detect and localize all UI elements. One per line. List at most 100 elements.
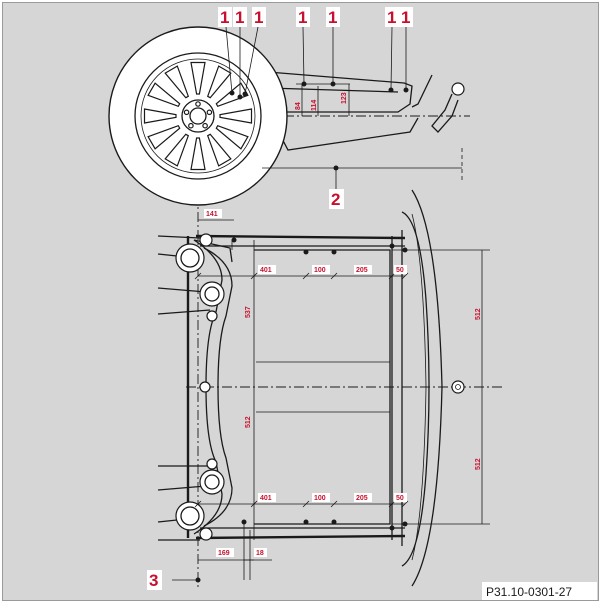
callout-1c: 1 [254, 8, 263, 27]
dimension-tick [330, 500, 338, 508]
mount-mid-lower [206, 458, 218, 470]
dimension-labels: 84 114 123 141 401 100 205 50 537 512 51… [204, 92, 482, 557]
rim-spoke [206, 133, 232, 167]
rim-bolt-hole [206, 109, 213, 116]
upper-rail-outer [195, 234, 406, 240]
dim-bot-401: 401 [260, 495, 272, 502]
side-tow-eye-ring [451, 82, 465, 96]
dimension-tick [302, 272, 310, 280]
dim-top-401: 401 [260, 267, 272, 274]
dim-141: 141 [206, 211, 218, 218]
plan-point-8 [389, 525, 395, 531]
bumper-outer-edge [411, 189, 443, 587]
dim-18-bg [254, 548, 267, 557]
bushing-lower-front [175, 501, 205, 531]
arm-lower-2 [157, 485, 207, 491]
callout-1d: 1 [298, 8, 307, 27]
callout-1c-bg [252, 7, 266, 27]
plan-point-7 [331, 519, 337, 525]
callout-1a: 1 [220, 8, 229, 27]
dimension-tick [194, 500, 202, 508]
dimension-tick [250, 500, 258, 508]
rim-spoke [206, 65, 232, 99]
dimension-tick [302, 500, 310, 508]
arm-top-edge [157, 235, 201, 239]
dim-bot-100-bg [312, 493, 330, 502]
subframe-ribs [256, 361, 390, 413]
dim-169-bg [216, 548, 234, 557]
bushing-upper-rear [199, 281, 225, 307]
side-hub [181, 99, 215, 133]
arm-upper-3 [157, 309, 211, 315]
lower-rail-outer [195, 534, 406, 540]
rim-spoke [190, 137, 206, 171]
callout-1f-bg [385, 7, 399, 27]
side-frame-inner-edge [267, 87, 399, 93]
mount-mid-upper [206, 310, 218, 322]
side-tire [108, 26, 288, 206]
callout-1c-leader [244, 26, 259, 95]
side-rim-inner [140, 58, 256, 174]
dim-114: 114 [311, 100, 318, 111]
plan-point-1 [231, 237, 237, 243]
mount-top-left [199, 233, 213, 247]
plan-point-10 [241, 519, 247, 525]
rim-spoke [143, 108, 177, 124]
dim-bot-205: 205 [356, 495, 368, 502]
dim-right-512-upper: 512 [475, 308, 482, 320]
side-hub-center [189, 107, 207, 125]
dim-top-50: 50 [396, 267, 404, 274]
arm-upper-2 [157, 287, 207, 293]
bushing-upper-rear-inner [204, 286, 220, 302]
dim-84: 84 [295, 102, 302, 110]
callout-1b: 1 [235, 8, 244, 27]
rim-spokes [143, 61, 253, 171]
figure-code-bg [482, 582, 597, 600]
dim-bot-50: 50 [396, 495, 404, 502]
rim-spoke [219, 108, 253, 124]
dim-bot-100: 100 [314, 495, 326, 502]
dim-bot-401-bg [258, 493, 276, 502]
dimension-tick [330, 272, 338, 280]
callout-1g: 1 [401, 8, 410, 27]
rim-bolt-hole [202, 122, 208, 129]
bumper-inner-crease-top [411, 213, 427, 388]
callout-1e: 1 [328, 8, 337, 27]
side-view [108, 26, 470, 588]
callout-1d-leader [302, 26, 305, 85]
dim-bot-50-bg [394, 493, 407, 502]
callout-1f-leader [390, 26, 393, 91]
dim-top-100: 100 [314, 267, 326, 274]
plan-point-2 [303, 249, 309, 255]
tow-point-center [455, 384, 461, 390]
dim-right-512-lower: 512 [475, 458, 482, 470]
callout-2: 2 [331, 190, 340, 209]
figure-code: P31.10-0301-27 [486, 585, 572, 599]
callout-1g-bg [399, 7, 413, 27]
rim-bolt-holes [183, 101, 213, 129]
callout-1a-leader [225, 26, 233, 94]
rim-bolt-hole [188, 122, 194, 129]
mount-center [199, 381, 211, 393]
rim-spoke [147, 124, 181, 150]
plan-point-4 [389, 243, 395, 249]
callout-1a-bg [218, 7, 232, 27]
side-frame-rail [267, 71, 413, 113]
plan-point-5 [402, 247, 408, 253]
bumper-inner-crease-bot [411, 386, 427, 561]
side-tow-eye [431, 93, 459, 133]
side-rim-outer [134, 52, 262, 180]
bumper-inner-edge [401, 211, 430, 567]
callout-3-bg [147, 570, 162, 590]
dim-top-50-bg [394, 265, 407, 274]
callout-1e-bg [326, 7, 340, 27]
callout-1b-bg [233, 7, 247, 27]
dim-18: 18 [256, 550, 264, 557]
mount-bottom-left [199, 527, 213, 541]
bushing-lower-rear [199, 469, 225, 495]
side-bumper-flange [411, 74, 433, 108]
callout-2-bg [329, 189, 344, 209]
bushing-upper-front-inner [180, 248, 200, 268]
